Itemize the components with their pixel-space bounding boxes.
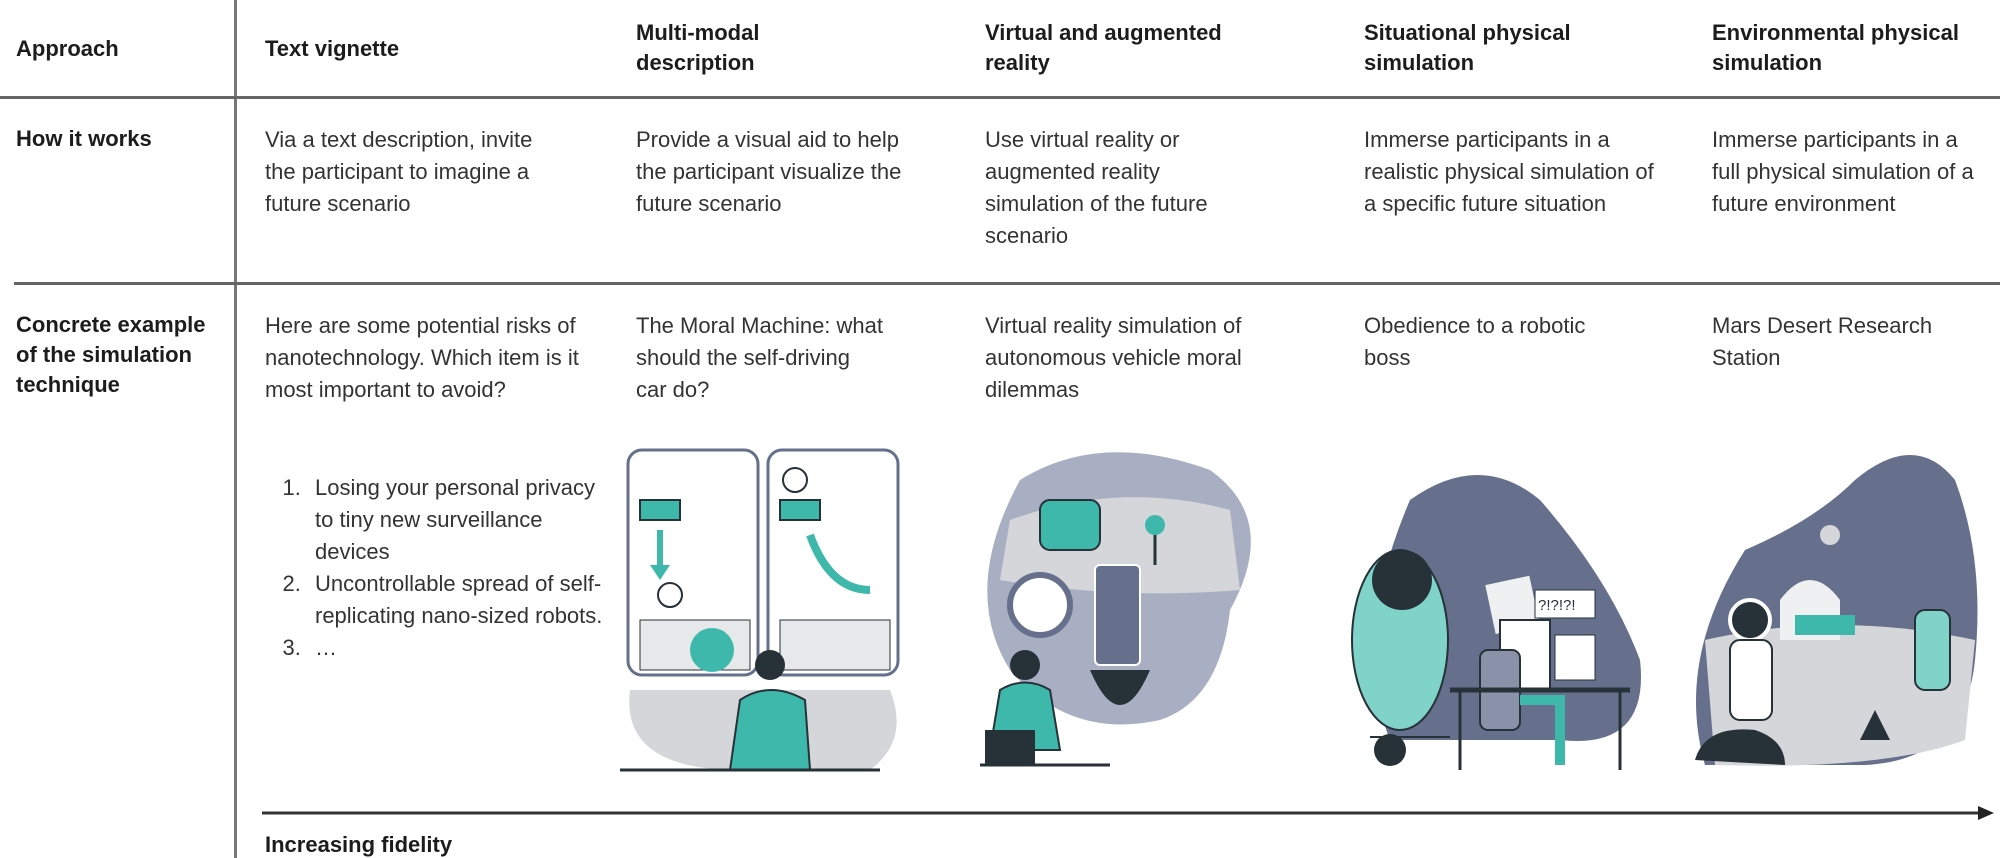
how-text-vignette: Via a text description, invite the parti… bbox=[265, 127, 533, 216]
header-environmental: Environmental physical simulation bbox=[1712, 20, 1959, 75]
fidelity-arrow bbox=[262, 806, 1994, 820]
risk-list: Losing your personal privacy to tiny new… bbox=[265, 472, 617, 664]
header-divider bbox=[0, 96, 2000, 99]
how-it-works-label: How it works bbox=[16, 126, 152, 151]
how-multi-modal: Provide a visual aid to help the partici… bbox=[636, 127, 902, 216]
how-situational: Immerse participants in a realistic phys… bbox=[1364, 127, 1654, 216]
example-vr-ar: Virtual reality simulation of autonomous… bbox=[985, 313, 1242, 402]
header-multi-modal: Multi-modal description bbox=[636, 20, 760, 75]
column-divider bbox=[234, 0, 237, 858]
approach-label: Approach bbox=[16, 36, 119, 61]
moral-machine-illustration bbox=[620, 448, 900, 772]
fidelity-label: Increasing fidelity bbox=[265, 832, 453, 857]
arrowhead-icon bbox=[1978, 806, 1994, 820]
mars-station-illustration bbox=[1695, 455, 1978, 766]
header-text-vignette: Text vignette bbox=[265, 36, 400, 61]
example-multi-modal: The Moral Machine: what should the self-… bbox=[636, 313, 883, 402]
example-environmental: Mars Desert Research Station bbox=[1712, 313, 1933, 370]
row-divider bbox=[14, 282, 2000, 285]
robotic-boss-illustration: ?!?!?! bbox=[1351, 475, 1641, 770]
how-environmental: Immerse participants in a full physical … bbox=[1712, 127, 1974, 216]
example-situational: Obedience to a robotic boss bbox=[1364, 313, 1586, 370]
example-label: Concrete example of the simulation techn… bbox=[16, 312, 206, 397]
list-item: … bbox=[307, 632, 617, 664]
speech-bubble-text: ?!?!?! bbox=[1538, 597, 1576, 614]
example-text-vignette: Here are some potential risks of nanotec… bbox=[265, 313, 579, 402]
header-situational: Situational physical simulation bbox=[1364, 20, 1571, 75]
header-vr-ar: Virtual and augmented reality bbox=[985, 20, 1222, 75]
how-vr-ar: Use virtual reality or augmented reality… bbox=[985, 127, 1208, 248]
list-item: Uncontrollable spread of self-replicatin… bbox=[307, 568, 617, 632]
list-item: Losing your personal privacy to tiny new… bbox=[307, 472, 617, 568]
vr-simulation-illustration bbox=[980, 452, 1251, 767]
